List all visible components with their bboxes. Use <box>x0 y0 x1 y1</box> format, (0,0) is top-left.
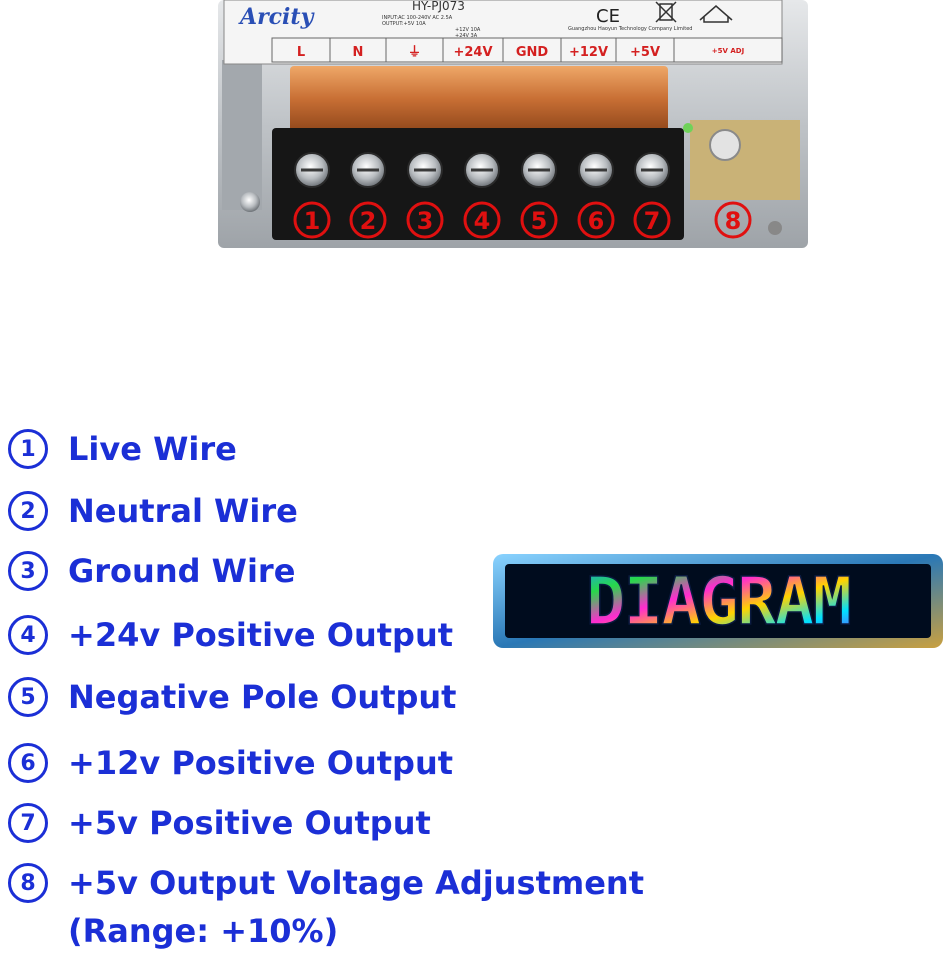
terminal-label: N <box>353 45 364 60</box>
legend-number: 1 <box>8 429 48 469</box>
callout-circle <box>633 201 671 239</box>
spec-line-4: +24V 3A <box>455 33 478 39</box>
legend-label: Negative Pole Output <box>68 678 457 716</box>
brand-logo: Arcity <box>238 4 316 30</box>
legend-item: 6 +12v Positive Output <box>8 739 453 787</box>
callout-number: 8 <box>725 207 742 235</box>
legend-item: 4 +24v Positive Output <box>8 611 453 659</box>
legend-number: 4 <box>8 615 48 655</box>
ce-mark: CE <box>596 6 620 27</box>
legend-number: 5 <box>8 677 48 717</box>
legend-item: 5 Negative Pole Output <box>8 673 456 721</box>
callout-number: 4 <box>474 207 491 235</box>
legend-label: +12v Positive Output <box>68 744 454 782</box>
terminal-label: GND <box>516 45 549 60</box>
callout-number: 5 <box>531 207 548 235</box>
legend-label: +5v Positive Output <box>68 804 431 842</box>
model-name: HY-PJ073 <box>412 0 465 13</box>
legend-item: 1 Live Wire <box>8 425 237 473</box>
legend-label: Neutral Wire <box>68 492 298 530</box>
callout-number: 6 <box>588 207 605 235</box>
callout-number: 2 <box>360 207 377 235</box>
legend-label: Live Wire <box>68 430 237 468</box>
legend-item: 3 Ground Wire <box>8 547 295 595</box>
badge-inner <box>505 564 931 638</box>
weee-bin-icon <box>655 1 677 23</box>
adjust-potentiometer <box>709 129 741 161</box>
psu-side-shadow <box>222 60 262 210</box>
terminal-label: L <box>297 45 305 60</box>
terminal-label: +24V <box>453 45 492 60</box>
badge-text: DIAGRAM <box>586 563 850 640</box>
terminal-label: +5V ADJ <box>712 47 744 55</box>
pcb-board <box>690 120 800 200</box>
diagram-badge: DIAGRAM <box>493 554 943 648</box>
callout-number: 3 <box>417 207 434 235</box>
legend-label: +5v Output Voltage Adjustment (Range: +1… <box>68 864 644 950</box>
legend-item: 2 Neutral Wire <box>8 487 298 535</box>
callout-circle <box>714 201 752 239</box>
callout-number: 7 <box>644 207 661 235</box>
terminal-label: +5V <box>630 45 660 60</box>
callout-circle <box>349 201 387 239</box>
legend-item: 7 +5v Positive Output <box>8 799 431 847</box>
callout-number: 1 <box>304 207 321 235</box>
legend-number: 7 <box>8 803 48 843</box>
spec-line-2: OUTPUT:+5V 10A <box>382 21 426 27</box>
spec-line-1: INPUT:AC 100-240V AC 2.5A <box>382 15 453 21</box>
power-supply-photo: Arcity HY-PJ073 INPUT:AC 100-240V AC 2.5… <box>218 0 808 248</box>
legend-label: +24v Positive Output <box>68 616 454 654</box>
terminal-label: +12V <box>569 45 608 60</box>
legend-number: 6 <box>8 743 48 783</box>
callout-circle <box>463 201 501 239</box>
legend-label: Ground Wire <box>68 552 296 590</box>
terminal-cover <box>290 66 668 132</box>
spec-line-3: +12V 10A <box>455 27 481 33</box>
manufacturer: Guangzhou Haoyun Technology Company Limi… <box>568 26 692 32</box>
indoor-use-icon <box>699 5 733 23</box>
legend-number: 3 <box>8 551 48 591</box>
callout-circle <box>520 201 558 239</box>
callout-circle <box>406 201 444 239</box>
callout-circle <box>293 201 331 239</box>
mount-screw-left <box>240 192 260 212</box>
terminal-label-box <box>673 37 783 63</box>
led-indicator <box>683 123 693 133</box>
legend-number: 8 <box>8 863 48 903</box>
legend-item: 8 +5v Output Voltage Adjustment (Range: … <box>8 859 644 955</box>
legend-number: 2 <box>8 491 48 531</box>
mount-screw-right <box>768 221 782 235</box>
callout-circle <box>577 201 615 239</box>
terminal-label-strip <box>271 37 783 63</box>
terminal-label: ⏚ <box>408 45 421 60</box>
